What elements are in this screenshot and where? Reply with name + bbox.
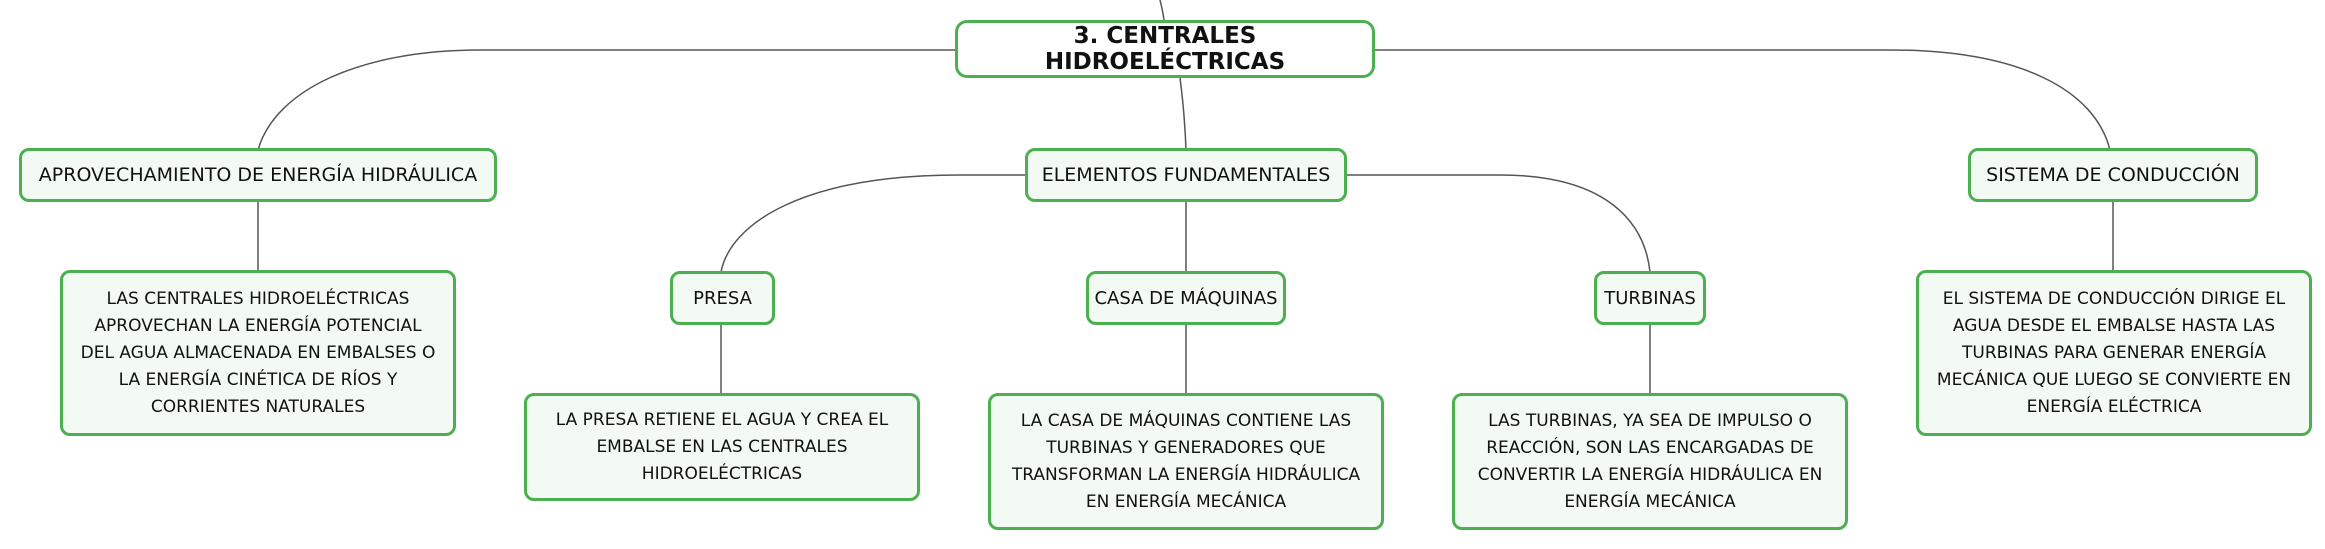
root-topic[interactable]: 3. CENTRALES HIDROELÉCTRICAS: [955, 20, 1375, 78]
connector-root-aprovechamiento: [257, 49, 957, 151]
note-presa[interactable]: LA PRESA RETIENE EL AGUA Y CREA EL EMBAL…: [524, 393, 920, 501]
note-conduccion[interactable]: EL SISTEMA DE CONDUCCIÓN DIRIGE EL AGUA …: [1916, 270, 2312, 436]
connector-root-conduccion: [1373, 49, 2111, 151]
connector-to-parent: [1159, 0, 1165, 21]
topic-conduccion[interactable]: SISTEMA DE CONDUCCIÓN: [1968, 148, 2258, 202]
connector-elementos-presa: [720, 174, 1027, 273]
note-casa-de-maquinas[interactable]: LA CASA DE MÁQUINAS CONTIENE LAS TURBINA…: [988, 393, 1384, 530]
topic-turbinas[interactable]: TURBINAS: [1594, 271, 1706, 325]
topic-casa-de-maquinas[interactable]: CASA DE MÁQUINAS: [1086, 271, 1286, 325]
connector-root-elementos: [1179, 77, 1187, 151]
connector-elementos-turbinas: [1345, 174, 1651, 273]
note-aprovechamiento[interactable]: LAS CENTRALES HIDROELÉCTRICAS APROVECHAN…: [60, 270, 456, 436]
topic-aprovechamiento[interactable]: APROVECHAMIENTO DE ENERGÍA HIDRÁULICA: [19, 148, 497, 202]
topic-presa[interactable]: PRESA: [670, 271, 775, 325]
note-turbinas[interactable]: LAS TURBINAS, YA SEA DE IMPULSO O REACCI…: [1452, 393, 1848, 530]
topic-elementos[interactable]: ELEMENTOS FUNDAMENTALES: [1025, 148, 1347, 202]
